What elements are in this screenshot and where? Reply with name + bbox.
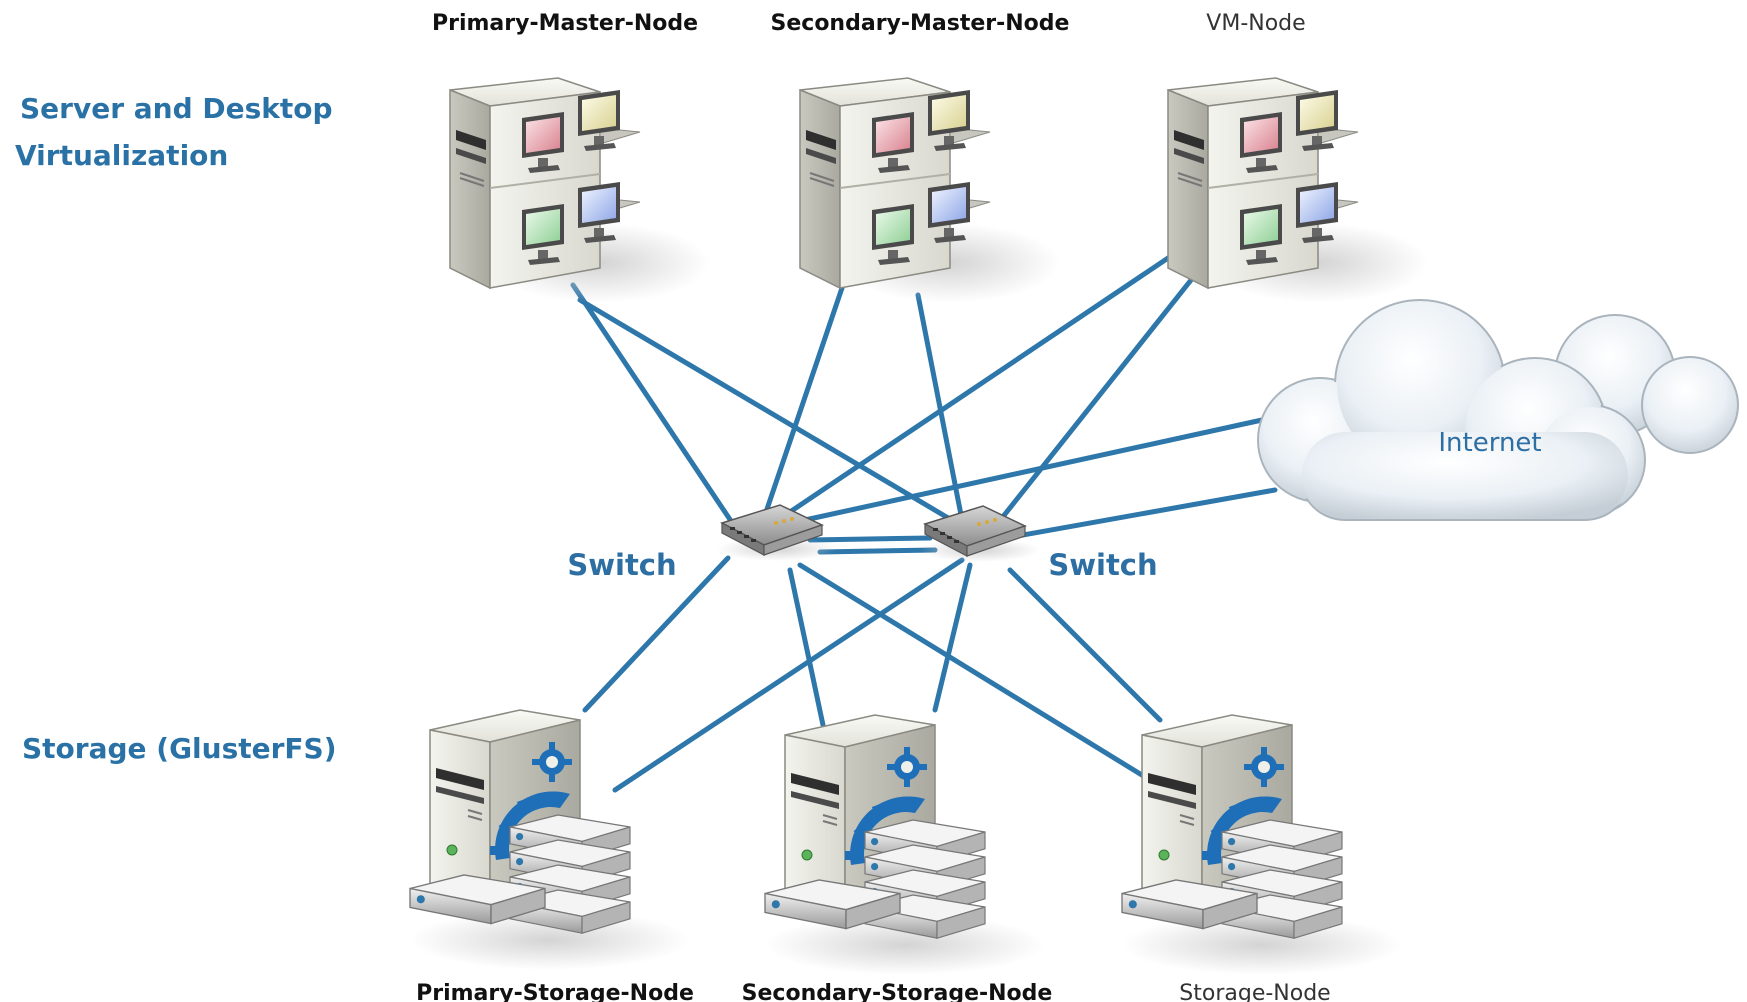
link-primary-master-to-right-switch (577, 297, 963, 528)
link-primary-master-to-left-switch (570, 282, 738, 530)
section-label-virtualization-line1: Server and Desktop (20, 92, 333, 125)
link-right-switch-to-secondary-storage (932, 562, 973, 713)
link-right-switch-to-storage-node (1007, 567, 1163, 723)
primary-master-node[interactable]: Primary-Master-Node (432, 11, 711, 304)
link-switch-to-switch-1 (807, 535, 933, 543)
link-vm-node-to-left-switch (772, 247, 1183, 525)
link-vm-node-to-right-switch (987, 272, 1198, 536)
internet-cloud: Internet (1257, 299, 1739, 521)
primary-storage-node[interactable]: Primary-Storage-Node (410, 710, 694, 1002)
switch-left-label: Switch (567, 548, 676, 582)
switch-right-label: Switch (1048, 548, 1157, 582)
link-left-switch-to-secondary-storage (787, 567, 826, 728)
secondary-storage-node[interactable]: Secondary-Storage-Node (742, 715, 1053, 1002)
storage-node-label: Storage-Node (1179, 981, 1330, 1002)
vm-node[interactable]: VM-Node (1167, 11, 1429, 304)
storage-node[interactable]: Storage-Node (1122, 715, 1402, 1002)
link-secondary-master-to-right-switch (915, 292, 965, 523)
switch-right[interactable]: Switch (919, 505, 1158, 582)
link-right-switch-to-primary-storage (612, 557, 965, 793)
section-label-storage: Storage (GlusterFS) (22, 732, 337, 765)
primary-storage-node-label: Primary-Storage-Node (416, 981, 694, 1002)
primary-master-node-label: Primary-Master-Node (432, 11, 698, 36)
link-secondary-master-to-left-switch (762, 282, 846, 518)
section-label-virtualization-line2: Virtualization (15, 139, 228, 172)
internet-label: Internet (1438, 428, 1541, 458)
link-left-switch-to-storage-node (797, 562, 1153, 783)
link-internet-to-left-switch (779, 417, 1265, 528)
vm-node-label: VM-Node (1206, 11, 1305, 36)
link-left-switch-to-primary-storage (582, 555, 731, 713)
network-links (570, 247, 1278, 793)
link-switch-to-switch-2 (817, 547, 938, 555)
switch-left[interactable]: Switch (567, 504, 838, 582)
secondary-master-node-label: Secondary-Master-Node (771, 11, 1070, 36)
secondary-storage-node-label: Secondary-Storage-Node (742, 981, 1053, 1002)
secondary-master-node[interactable]: Secondary-Master-Node (771, 11, 1070, 304)
link-internet-to-right-switch (992, 487, 1278, 543)
